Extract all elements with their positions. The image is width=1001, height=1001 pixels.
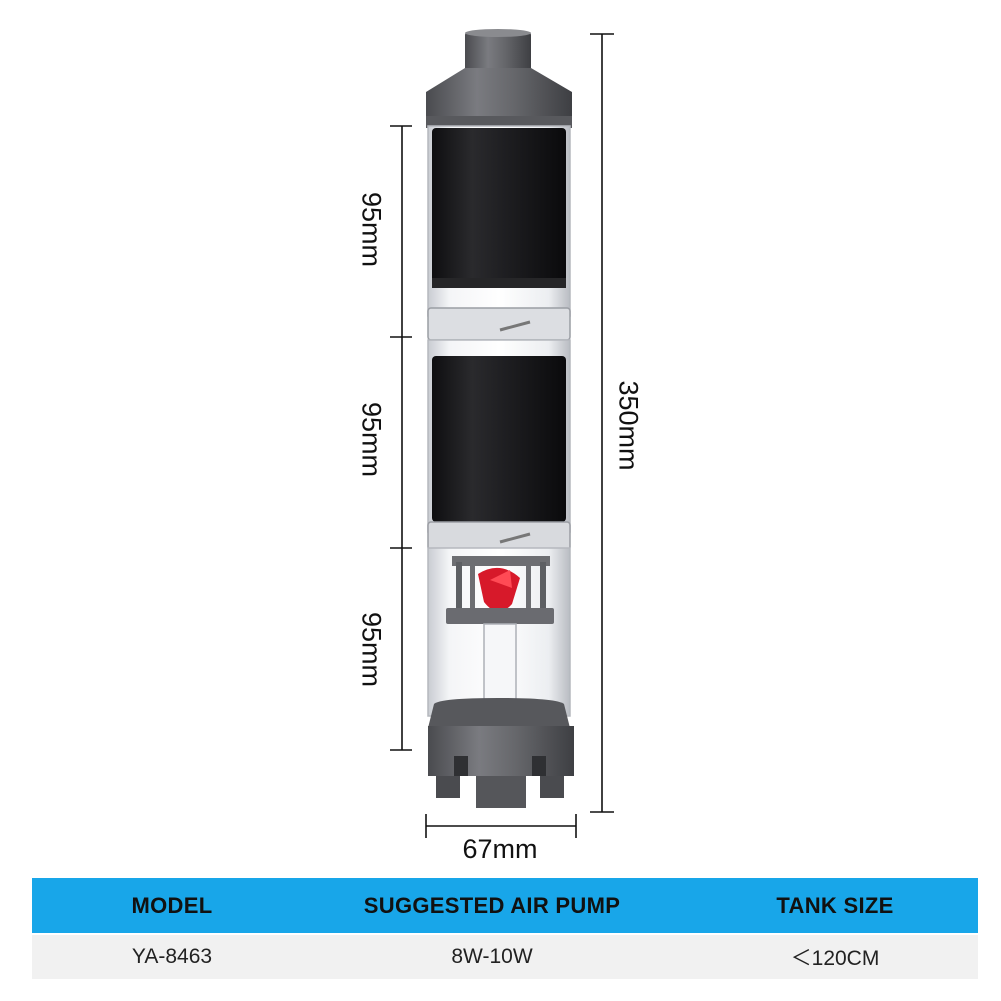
connector-ring-1 xyxy=(427,307,571,341)
header-air-pump: SUGGESTED AIR PUMP xyxy=(363,892,621,918)
section-2-height-label: 95mm xyxy=(356,401,387,477)
product-illustration: 95mm 95mm 95mm 350mm 67mm xyxy=(356,29,644,864)
top-cap xyxy=(426,68,572,118)
header-tank-size: TANK SIZE xyxy=(776,892,894,918)
width-dimension-line xyxy=(425,814,577,838)
section-3-height-label: 95mm xyxy=(356,611,387,687)
base xyxy=(428,698,570,728)
width-label: 67mm xyxy=(462,834,538,864)
spec-table-header: MODEL SUGGESTED AIR PUMP TANK SIZE xyxy=(32,878,978,933)
spec-table-row: YA-8463 8W-10W ＜120CM xyxy=(32,935,978,979)
section-dimension-lines xyxy=(390,125,412,751)
lift-tube xyxy=(483,623,517,709)
total-height-label: 350mm xyxy=(613,380,644,471)
header-model: MODEL xyxy=(131,892,213,918)
outlet-pipe xyxy=(465,32,531,72)
middle-sponge xyxy=(432,356,566,522)
upper-sponge xyxy=(432,128,566,288)
value-model: YA-8463 xyxy=(131,945,213,968)
connector-ring-2 xyxy=(427,521,571,551)
value-air-pump: 8W-10W xyxy=(451,945,533,968)
section-1-height-label: 95mm xyxy=(356,191,387,267)
filter-drawing xyxy=(390,29,614,838)
height-dimension-line xyxy=(590,33,614,813)
value-tank-size: ＜120CM xyxy=(790,947,880,970)
